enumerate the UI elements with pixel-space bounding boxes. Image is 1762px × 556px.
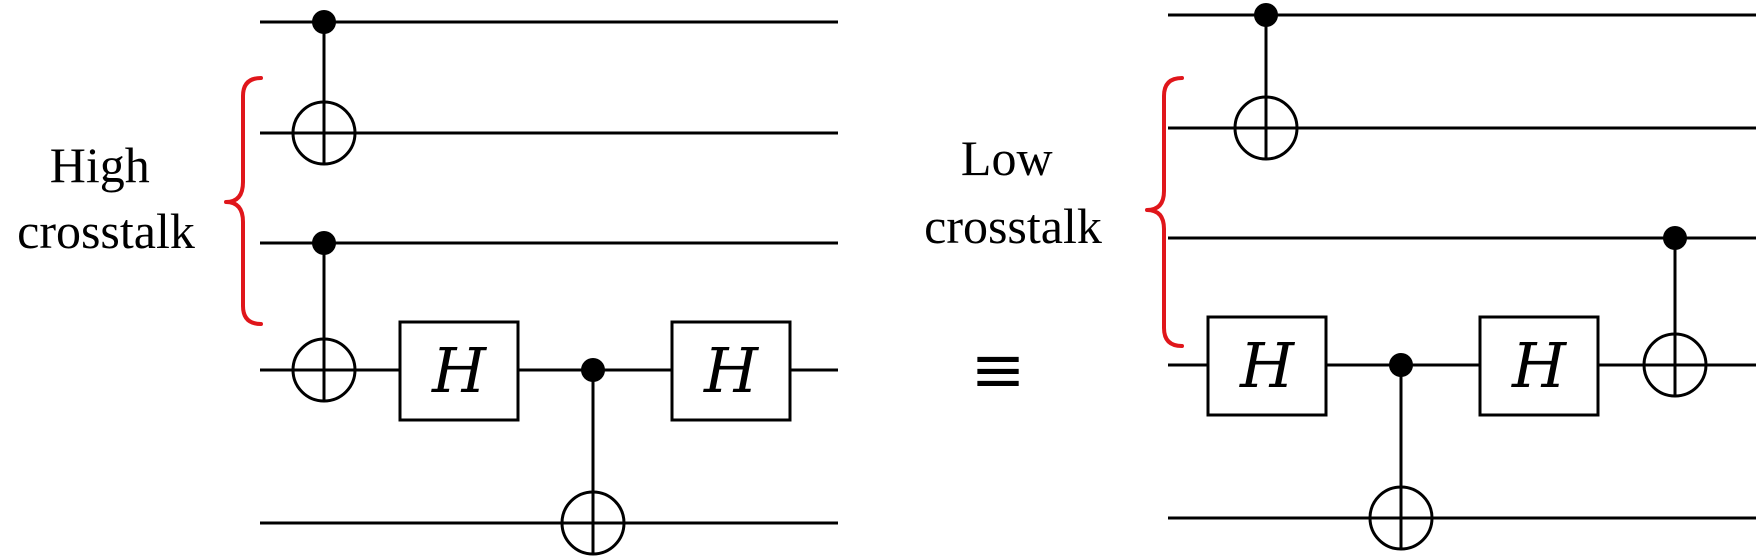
low-cnot-3 <box>1642 226 1708 398</box>
low-crosstalk-brace <box>1145 76 1184 348</box>
high-h-gate-1-label: H <box>431 334 488 407</box>
high-cnot-3-control-dot <box>581 358 605 382</box>
low-cnot-2 <box>1368 353 1434 551</box>
low-h-gate-2: H <box>1478 315 1600 417</box>
low-crosstalk-circuit: H H <box>924 3 1756 551</box>
high-wires <box>260 20 838 525</box>
low-h-gate-1: H <box>1206 315 1328 417</box>
high-cnot-2-target-icon <box>291 337 357 403</box>
high-h-gate-2-label: H <box>703 334 760 407</box>
high-cnot-3 <box>560 358 626 556</box>
low-wires <box>1168 13 1756 520</box>
low-crosstalk-label-line1: Low <box>961 130 1053 186</box>
low-cnot-1 <box>1233 3 1299 161</box>
high-crosstalk-label: High crosstalk <box>17 137 195 259</box>
high-crosstalk-brace <box>224 76 263 326</box>
high-crosstalk-label-line2: crosstalk <box>17 203 195 259</box>
low-cnot-1-target-icon <box>1233 95 1299 161</box>
low-h-gate-2-label: H <box>1511 329 1568 402</box>
low-cnot-2-control-dot <box>1389 353 1413 377</box>
high-cnot-2-control-dot <box>312 231 336 255</box>
high-crosstalk-circuit: H H High crosstalk <box>17 10 838 556</box>
low-cnot-3-control-dot <box>1663 226 1687 250</box>
low-h-gate-1-label: H <box>1239 329 1296 402</box>
high-cnot-1-control-dot <box>312 10 336 34</box>
high-cnot-2 <box>291 231 357 403</box>
high-h-gate-1: H <box>398 320 520 422</box>
equivalence-symbol: ≡ <box>970 331 1025 408</box>
high-cnot-1 <box>291 10 357 166</box>
high-h-gate-2: H <box>670 320 792 422</box>
low-cnot-3-target-icon <box>1642 332 1708 398</box>
low-crosstalk-label: Low crosstalk <box>924 130 1102 254</box>
high-cnot-1-target-icon <box>291 100 357 166</box>
low-cnot-1-control-dot <box>1254 3 1278 27</box>
high-crosstalk-label-line1: High <box>50 137 150 193</box>
low-crosstalk-label-line2: crosstalk <box>924 198 1102 254</box>
low-cnot-2-target-icon <box>1368 485 1434 551</box>
high-cnot-3-target-icon <box>560 490 626 556</box>
